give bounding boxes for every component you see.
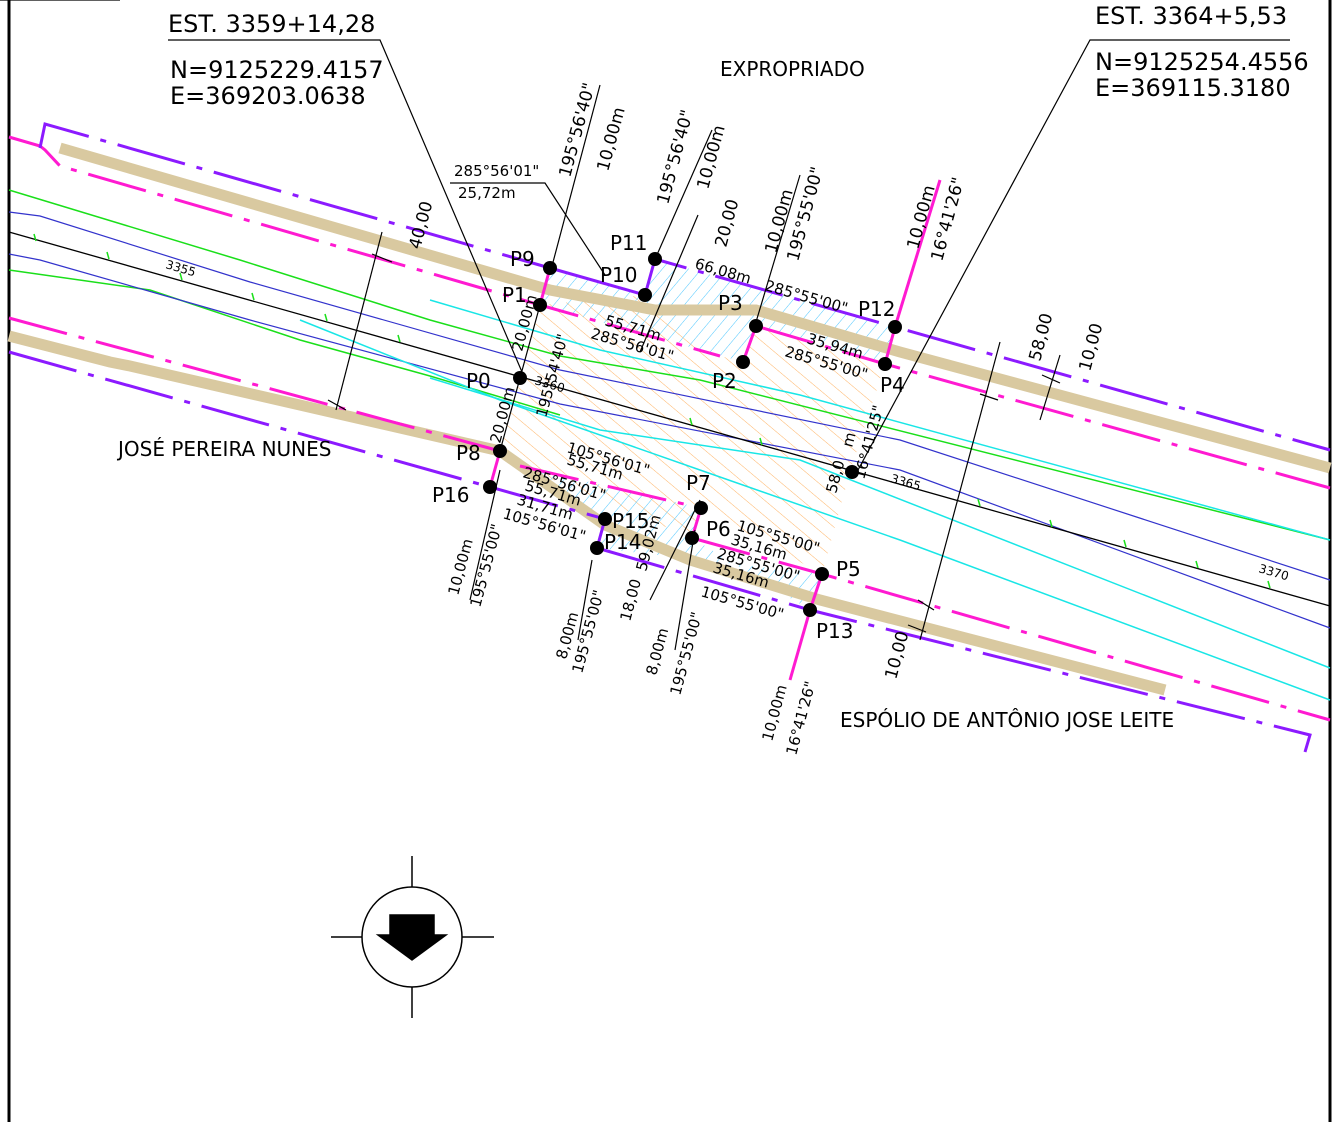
dim-p11-len: 10,00m (694, 123, 730, 191)
point-p9[interactable] (543, 261, 557, 275)
cyan-line-3 (299, 319, 1331, 701)
survey-points (483, 252, 902, 617)
north-left: N=9125229.4157 (170, 56, 384, 84)
owner-top: EXPROPRIADO (720, 57, 865, 81)
lead-az: 285°56'01" (454, 162, 539, 180)
row-magenta-bottom-left (8, 316, 501, 453)
dim-10-top: 10,00 (1076, 321, 1108, 373)
point-p4b[interactable] (845, 465, 859, 479)
leaders (168, 39, 1290, 651)
lead-len: 25,72m (458, 184, 516, 202)
point-p12[interactable] (888, 320, 902, 334)
station-right: EST. 3364+5,53 (1095, 2, 1287, 30)
north-right: N=9125254.4556 (1095, 48, 1309, 76)
label-p11: P11 (610, 231, 648, 255)
road-tan-top (58, 142, 1332, 474)
north-arrow-icon (331, 856, 494, 1018)
east-left: E=369203.0638 (170, 82, 366, 110)
point-p14[interactable] (590, 541, 604, 555)
dim-10-bottom: 10,00 (882, 629, 914, 681)
label-p0: P0 (466, 369, 491, 393)
label-p7: P7 (686, 471, 711, 495)
road-edge-blue-top (8, 211, 1331, 581)
label-p1: P1 (502, 283, 527, 307)
dimension-lines (0, 0, 1061, 641)
road-edge-green-top (8, 189, 1331, 541)
p7-18: 18,00 (616, 577, 645, 623)
label-p8: P8 (456, 441, 481, 465)
point-p8[interactable] (493, 444, 507, 458)
station-3370: 3370 (1257, 561, 1290, 583)
point-p11[interactable] (648, 252, 662, 266)
dim-20-top: 20,00 (712, 197, 744, 249)
row-magenta-bottom-mid (519, 464, 702, 510)
label-p9: P9 (510, 247, 535, 271)
road-tan-bottom (7, 330, 1167, 696)
point-p4[interactable] (878, 357, 892, 371)
label-p6: P6 (706, 517, 731, 541)
dim-p9-az: 195°56'40" (556, 81, 600, 180)
label-p14: P14 (604, 530, 642, 554)
point-p10[interactable] (638, 288, 652, 302)
station-left: EST. 3359+14,28 (168, 10, 375, 38)
p16-az: 195°55'00" (466, 522, 505, 609)
dim-p9-len: 10,00m (594, 105, 630, 173)
label-p16: P16 (432, 483, 470, 507)
cyan-line-2 (429, 377, 1331, 669)
dim-m: m (838, 430, 859, 449)
dim-p11-az: 195°56'40" (654, 108, 698, 207)
p13-len: 10,00m (758, 683, 790, 743)
point-p2[interactable] (736, 355, 750, 369)
label-p5: P5 (836, 557, 861, 581)
point-p6[interactable] (685, 531, 699, 545)
point-p3[interactable] (749, 319, 763, 333)
property-purple-top-right (643, 257, 1331, 452)
station-3365: 3365 (889, 471, 922, 493)
point-p5[interactable] (815, 567, 829, 581)
label-p3: P3 (718, 291, 743, 315)
label-p2: P2 (712, 369, 737, 393)
dim-58-top: 58,00 (1026, 311, 1058, 363)
p14b-az: 195°55'00" (666, 610, 705, 697)
owner-bottom: ESPÓLIO DE ANTÔNIO JOSE LEITE (840, 708, 1174, 732)
point-p15[interactable] (598, 512, 612, 526)
property-purple-top-left (38, 122, 551, 270)
property-purple-bottom-left (8, 350, 607, 549)
point-p0[interactable] (513, 371, 527, 385)
label-p15: P15 (612, 509, 650, 533)
row-magenta-top-left (8, 135, 721, 358)
centerline (8, 231, 1331, 607)
point-p16[interactable] (483, 480, 497, 494)
label-p13: P13 (816, 619, 854, 643)
dim-40: 40,00 (406, 199, 438, 251)
label-p10: P10 (600, 263, 638, 287)
east-right: E=369115.3180 (1095, 74, 1291, 102)
hatch-area-bottom (500, 451, 822, 610)
owner-left: JOSÉ PEREIRA NUNES (116, 437, 331, 461)
point-p13[interactable] (803, 603, 817, 617)
hatch-area-orange (500, 295, 885, 574)
label-p4: P4 (880, 373, 905, 397)
cyan-line-1 (429, 299, 1331, 541)
point-p1[interactable] (533, 298, 547, 312)
centerline-ticks (33, 233, 1271, 589)
p14b-len: 8,00m (642, 626, 672, 677)
property-purple-p9-p10 (549, 266, 646, 297)
point-p7[interactable] (694, 501, 708, 515)
property-purple-bottom-right (596, 546, 1312, 753)
label-p12: P12 (858, 297, 896, 321)
